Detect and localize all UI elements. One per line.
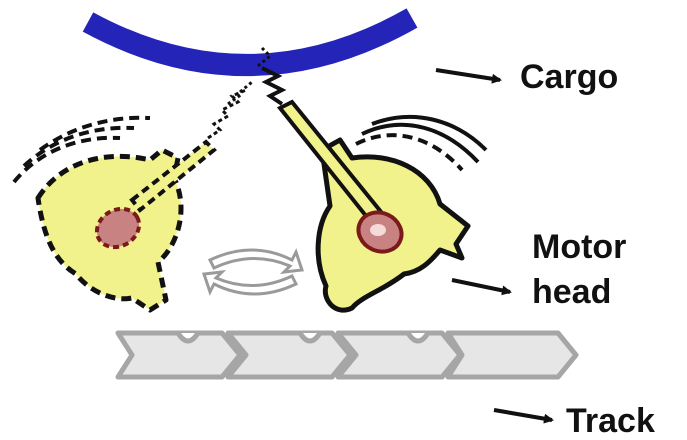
motor-label-line2: head	[532, 273, 611, 311]
left-coiled-coil	[208, 90, 246, 138]
right-motor-head	[228, 48, 486, 310]
track-segment-2	[228, 333, 350, 377]
track-segment-3	[338, 333, 460, 377]
rotation-arrow-icon	[204, 250, 302, 294]
cargo-arc	[88, 18, 412, 65]
track-segment-1	[118, 333, 240, 377]
cargo-label: Cargo	[520, 58, 618, 96]
track	[118, 333, 576, 377]
motor-label-line1: Motor	[532, 228, 626, 266]
cargo-arrow-icon	[436, 70, 500, 80]
track-label: Track	[566, 402, 655, 440]
track-arrow-icon	[494, 410, 552, 420]
track-segment-4	[448, 333, 576, 377]
motor-arrow-icon	[452, 280, 510, 292]
